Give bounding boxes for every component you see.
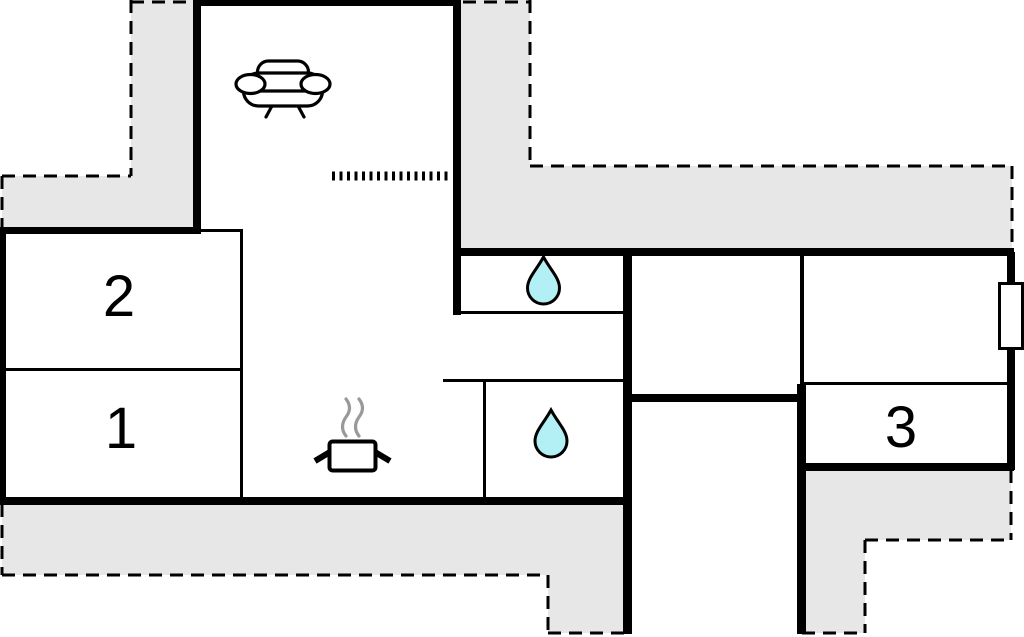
wall [457, 311, 632, 314]
water-drop-icon [533, 406, 569, 459]
window-marker [998, 282, 1024, 350]
terrace-area [802, 470, 1011, 633]
wall [1007, 252, 1015, 283]
wall [0, 227, 201, 234]
wall [197, 229, 243, 232]
wall [193, 0, 201, 233]
terrace-area [2, 503, 626, 633]
water-drop-icon [525, 253, 562, 306]
room-label-2: 2 [102, 264, 136, 329]
steam-lines [340, 397, 352, 438]
interior-walls [3, 229, 1007, 500]
sofa-icon [234, 59, 332, 119]
room-label-1: 1 [104, 396, 138, 461]
wall [0, 227, 6, 505]
wall [623, 250, 632, 634]
room-label-3: 3 [884, 395, 918, 460]
wall [0, 497, 632, 505]
wall [800, 255, 804, 384]
wall [193, 0, 460, 6]
wall [3, 368, 243, 371]
wall [453, 248, 1014, 256]
terrace-area [460, 0, 1012, 252]
wall [802, 382, 1007, 385]
wall [453, 0, 461, 315]
wall [240, 229, 243, 500]
wall [443, 379, 632, 382]
wall [1007, 349, 1015, 470]
steam-lines [353, 397, 365, 438]
wall [797, 463, 1014, 471]
wall [483, 379, 486, 499]
wall [797, 384, 806, 634]
wall [632, 394, 797, 402]
terrace-area [2, 0, 193, 230]
cooking-pot-icon [313, 397, 392, 473]
